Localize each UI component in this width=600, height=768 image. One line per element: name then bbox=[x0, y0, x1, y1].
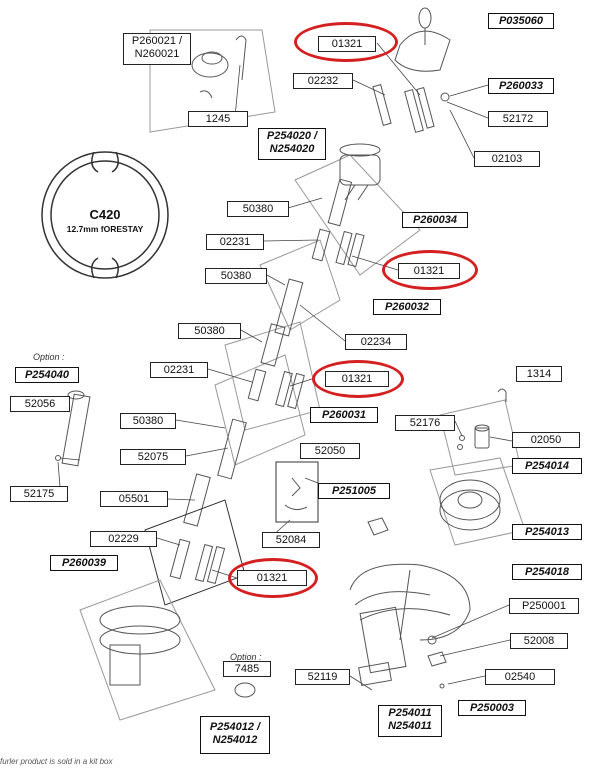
c420-profile-outline bbox=[41, 151, 169, 279]
label-52008: 52008 bbox=[510, 633, 568, 649]
option-label-top: Option : bbox=[33, 352, 65, 362]
swivel-shackle-part bbox=[394, 7, 451, 72]
label-52172: 52172 bbox=[488, 111, 548, 127]
label-50380-d: 50380 bbox=[120, 413, 176, 429]
highlight-circle-01321-a bbox=[294, 22, 398, 62]
label-p260021: P260021 / N260021 bbox=[123, 33, 191, 65]
label-52175: 52175 bbox=[10, 486, 68, 502]
label-p260034: P260034 bbox=[402, 212, 468, 228]
label-p254014: P254014 bbox=[512, 458, 582, 474]
label-52075: 52075 bbox=[120, 449, 186, 465]
label-p250001: P250001 bbox=[509, 598, 579, 614]
label-p251005: P251005 bbox=[318, 483, 390, 499]
label-02231-b: 02231 bbox=[150, 362, 208, 378]
option-label-bottom: Option : bbox=[230, 652, 262, 662]
drum-assembly-part bbox=[79, 579, 256, 721]
drum-part bbox=[429, 457, 526, 546]
label-p260032: P260032 bbox=[373, 299, 441, 315]
label-02232: 02232 bbox=[293, 73, 353, 89]
label-p254040: P254040 bbox=[15, 367, 79, 383]
label-02234: 02234 bbox=[345, 334, 407, 350]
highlight-circle-01321-d bbox=[228, 558, 318, 598]
small-fitting-part bbox=[367, 517, 389, 536]
label-52119: 52119 bbox=[295, 669, 350, 685]
label-p254013: P254013 bbox=[512, 524, 582, 540]
label-p254011: P254011 N254011 bbox=[378, 705, 442, 737]
label-50380-b: 50380 bbox=[205, 268, 267, 284]
label-p250003: P250003 bbox=[458, 700, 526, 716]
label-p254018: P254018 bbox=[512, 564, 582, 580]
label-02103: 02103 bbox=[474, 151, 540, 167]
label-02050: 02050 bbox=[512, 432, 580, 448]
label-52176: 52176 bbox=[395, 415, 455, 431]
label-1314: 1314 bbox=[516, 366, 562, 382]
label-p260031: P260031 bbox=[310, 407, 378, 423]
swivel-body-part bbox=[339, 143, 381, 201]
foil-sections-part bbox=[183, 178, 365, 527]
highlight-circle-01321-c bbox=[312, 360, 404, 398]
top-pins-part bbox=[372, 84, 450, 133]
label-02229: 02229 bbox=[90, 531, 157, 547]
profile-subtitle: 12.7mm fORESTAY bbox=[66, 224, 144, 234]
label-p254012: P254012 / N254012 bbox=[200, 716, 270, 754]
basket-cage-part bbox=[349, 563, 471, 641]
label-50380-a: 50380 bbox=[227, 201, 289, 217]
label-50380-c: 50380 bbox=[178, 323, 241, 339]
top-clip-part bbox=[191, 35, 247, 99]
footer-note: furler product is sold in a kit box bbox=[0, 757, 113, 766]
pin-group-part bbox=[439, 388, 521, 476]
label-52050: 52050 bbox=[300, 443, 360, 459]
label-02231-a: 02231 bbox=[206, 234, 264, 250]
label-7485: 7485 bbox=[223, 661, 271, 677]
label-52056: 52056 bbox=[10, 396, 70, 412]
label-1245: 1245 bbox=[188, 111, 248, 127]
label-05501: 05501 bbox=[100, 491, 168, 507]
lower-section-part bbox=[144, 499, 246, 606]
label-p260033: P260033 bbox=[488, 78, 554, 94]
label-p260039: P260039 bbox=[50, 555, 118, 571]
clip-inset-part bbox=[275, 461, 319, 523]
tube-body-part bbox=[358, 606, 447, 689]
highlight-circle-01321-b bbox=[382, 250, 478, 290]
label-p254020: P254020 / N254020 bbox=[258, 128, 326, 160]
label-52084: 52084 bbox=[262, 532, 320, 548]
profile-title: C420 bbox=[89, 207, 121, 222]
label-p035060: P035060 bbox=[488, 13, 554, 29]
label-02540: 02540 bbox=[485, 669, 555, 685]
